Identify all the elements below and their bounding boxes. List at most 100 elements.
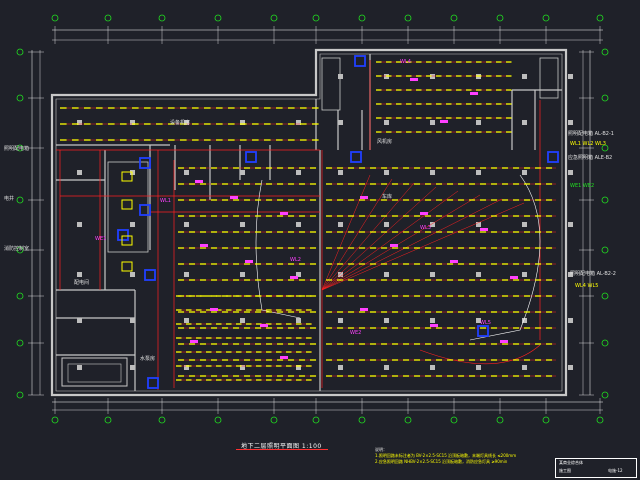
circuit-label-wl3: WL3 [420,225,431,231]
distribution-box [117,229,129,241]
home-run [321,194,481,291]
distribution-box [139,204,151,216]
structural-column [296,222,301,227]
structural-column [522,318,527,323]
circuit-label-we1: WE1 [95,236,107,242]
circuit-tag-marker [280,356,288,359]
structural-column [338,365,343,370]
left-panel-label-3: 消防控制室 [4,246,30,252]
right-panel-label-1: 照明配电箱 AL-B2-1 [568,131,614,137]
structural-column [296,120,301,125]
structural-column [338,272,343,277]
outer-wall [50,48,568,397]
structural-column [568,272,573,277]
structural-column [522,170,527,175]
structural-column [384,272,389,277]
circuit-tag-marker [450,260,458,263]
axis-bubble-bottom [496,416,504,424]
drawing-title: 地下二层照明平面图 1:100 [241,443,322,450]
axis-bubble-bottom [214,416,222,424]
axis-bubble-bottom [51,416,59,424]
circuit-tag-marker [230,196,238,199]
ramp-curve [255,179,301,319]
circuit-label-wl5: WL5 [480,320,491,326]
left-panel-label-1: 照明配电箱 [4,146,30,152]
structural-column [476,318,481,323]
structural-column [476,222,481,227]
area-tag-2: 车库 [382,194,393,200]
axis-bubble-right [601,391,609,399]
structural-column [184,318,189,323]
structural-column [430,170,435,175]
structural-column [77,318,82,323]
structural-column [77,222,82,227]
light-fixtures [60,61,553,381]
circuit-tag-marker [195,180,203,183]
room-outline-inner [67,363,122,383]
structural-column [384,318,389,323]
outer-wall-inner-face [55,53,563,392]
axis-bubble-top [450,14,458,22]
circuit-tag-marker [245,260,253,263]
structural-column [338,222,343,227]
axis-bubble-bottom [312,416,320,424]
distribution-box [144,269,156,281]
structural-column [130,120,135,125]
home-run [321,186,437,291]
structural-column [522,272,527,277]
right-panel-label-4: WE1 WE2 [570,183,595,189]
structural-column [430,272,435,277]
circuit-tag-marker [360,196,368,199]
structural-column [384,170,389,175]
panel-cabinet [121,199,133,210]
title-block: 某商业综合体 施工图 电施-12 [555,458,637,478]
home-run [321,198,503,291]
area-tag-3: 风机房 [377,139,393,145]
structural-column [296,318,301,323]
structural-column [240,222,245,227]
structural-column [568,120,573,125]
circuit-label-wl2: WL2 [290,257,301,263]
structural-column [184,365,189,370]
home-run [321,182,415,291]
structural-column [430,365,435,370]
axis-bubble-right [601,48,609,56]
circuit-tag-marker [390,244,398,247]
circuit-tag-marker [500,340,508,343]
structural-column [240,365,245,370]
distribution-boxes [117,55,559,389]
axis-bubble-top [51,14,59,22]
right-panel-label-2: WL1 WL2 WL3 [570,141,606,147]
axis-bubble-left [16,246,24,254]
distribution-box [477,325,489,337]
core-outline [107,161,149,253]
axis-bubble-right [601,339,609,347]
axis-bubble-bottom [358,416,366,424]
panel-cabinet [121,235,133,246]
circuit-tag-marker [190,340,198,343]
circuit-tag-marker [420,212,428,215]
circuit-tag-marker [430,324,438,327]
axis-bubble-left [16,339,24,347]
axis-bubble-top [214,14,222,22]
structural-column [384,365,389,370]
structural-column [240,318,245,323]
panel-cabinet [121,261,133,272]
axis-bubble-bottom [450,416,458,424]
structural-column [130,365,135,370]
structural-column [476,272,481,277]
distribution-box [547,151,559,163]
structural-column [476,170,481,175]
axis-bubble-right [601,144,609,152]
distribution-box [245,151,257,163]
circuit-tag-marker [290,276,298,279]
axis-bubble-top [312,14,320,22]
axis-bubble-right [601,94,609,102]
structural-column [77,170,82,175]
circuit-tag-marker [480,228,488,231]
stair-outline [321,57,341,111]
home-run [321,202,525,291]
axis-bubble-left [16,48,24,56]
axis-bubble-top [596,14,604,22]
structural-column [130,318,135,323]
